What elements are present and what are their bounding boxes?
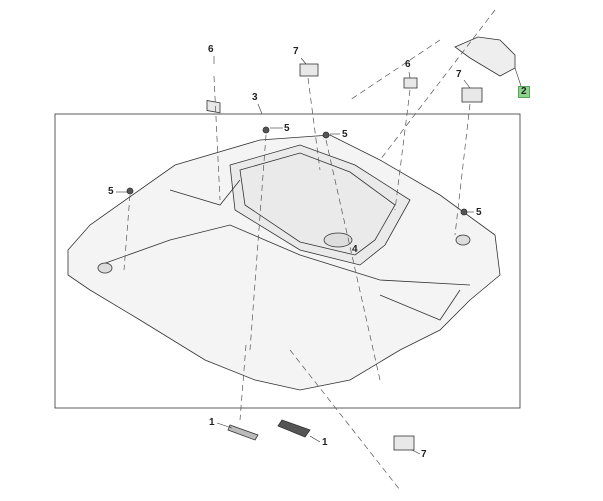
part-1-right — [277, 419, 311, 438]
callout-7: 7 — [456, 69, 462, 80]
assembly-frame — [54, 113, 521, 409]
callout-7: 7 — [421, 449, 427, 460]
callout-7: 7 — [293, 46, 299, 57]
part-1-left — [227, 424, 259, 441]
callout-6: 6 — [405, 59, 411, 70]
callout-2-highlighted[interactable]: 2 — [518, 86, 530, 98]
callout-5: 5 — [342, 129, 348, 140]
dome-light — [323, 232, 353, 248]
callout-1: 1 — [209, 417, 215, 428]
callout-5: 5 — [284, 123, 290, 134]
callout-5: 5 — [476, 207, 482, 218]
callout-4: 4 — [352, 244, 358, 255]
callout-3: 3 — [252, 92, 258, 103]
callout-5: 5 — [108, 186, 114, 197]
callout-1: 1 — [322, 437, 328, 448]
part-2-bracket — [454, 36, 516, 77]
callout-6: 6 — [208, 44, 214, 55]
